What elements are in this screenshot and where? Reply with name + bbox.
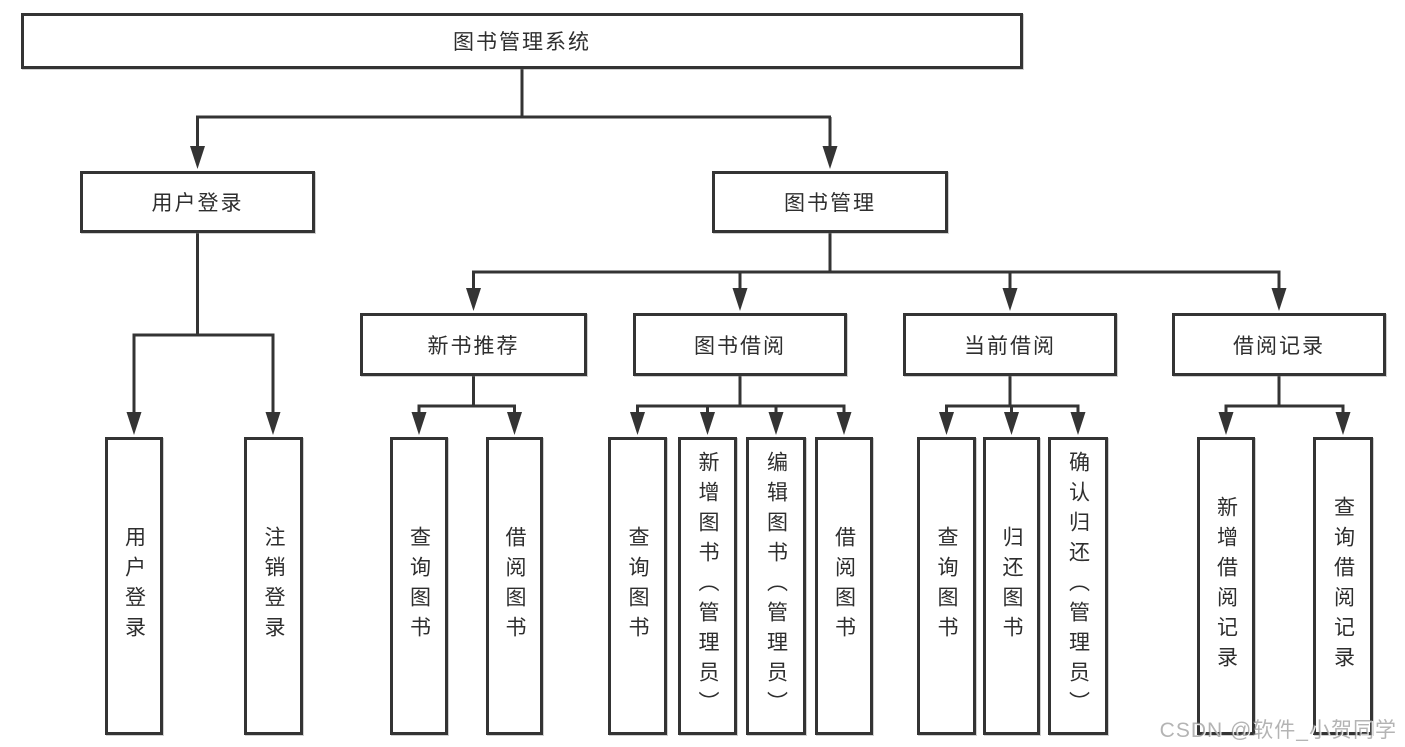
- watermark: CSDN @软件_小贺同学: [1159, 719, 1397, 742]
- arrow-down-icon: [822, 146, 838, 169]
- arrow-down-icon: [507, 412, 522, 435]
- node-add-books-admin: 新增图书（管理员）: [678, 437, 737, 735]
- node-root: 图书管理系统: [21, 13, 1023, 69]
- node-borrowing-records: 借阅记录: [1172, 313, 1386, 376]
- node-user-login-branch: 用户登录: [80, 171, 315, 233]
- node-logout-action: 注销登录: [244, 437, 303, 735]
- arrow-down-icon: [411, 412, 427, 435]
- node-borrowing-borrow-books-label: 借阅图书: [832, 526, 856, 646]
- node-logout-action-label: 注销登录: [262, 526, 285, 646]
- node-edit-books-admin-label: 编辑图书（管理员）: [764, 451, 788, 721]
- node-recommend-borrow-books-label: 借阅图书: [503, 526, 526, 646]
- node-user-login-branch-label: 用户登录: [151, 192, 244, 215]
- arrow-down-icon: [630, 412, 645, 435]
- arrow-down-icon: [1070, 412, 1086, 435]
- arrow-down-icon: [732, 288, 748, 311]
- node-recommend-query-books: 查询图书: [390, 437, 448, 735]
- node-borrowing-query-books: 查询图书: [608, 437, 667, 735]
- node-edit-books-admin: 编辑图书（管理员）: [746, 437, 806, 735]
- node-borrowing-query-books-label: 查询图书: [626, 526, 649, 646]
- arrow-down-icon: [768, 412, 784, 435]
- node-new-book-recommend: 新书推荐: [360, 313, 587, 376]
- arrow-down-icon: [700, 412, 715, 435]
- node-current-borrowing: 当前借阅: [903, 313, 1117, 376]
- node-book-borrowing-label: 图书借阅: [694, 334, 786, 358]
- node-book-borrowing: 图书借阅: [633, 313, 847, 376]
- node-current-query-books-label: 查询图书: [935, 526, 958, 646]
- arrow-down-icon: [1218, 412, 1234, 435]
- node-return-books-label: 归还图书: [1000, 526, 1023, 646]
- node-confirm-return-admin: 确认归还（管理员）: [1048, 437, 1108, 735]
- node-book-management-branch: 图书管理: [712, 171, 948, 233]
- node-current-query-books: 查询图书: [917, 437, 976, 735]
- node-book-management-branch-label: 图书管理: [784, 192, 876, 215]
- arrow-down-icon: [1271, 288, 1287, 311]
- node-user-login-action: 用户登录: [105, 437, 163, 735]
- node-borrowing-borrow-books: 借阅图书: [815, 437, 873, 735]
- node-return-books: 归还图书: [983, 437, 1040, 735]
- arrow-down-icon: [1004, 412, 1019, 435]
- arrow-down-icon: [1002, 288, 1018, 311]
- node-add-borrow-record: 新增借阅记录: [1197, 437, 1255, 735]
- arrow-down-icon: [265, 412, 281, 435]
- node-query-borrow-record-label: 查询借阅记录: [1331, 496, 1355, 676]
- node-query-borrow-record: 查询借阅记录: [1313, 437, 1373, 735]
- arrow-down-icon: [466, 288, 481, 311]
- arrow-down-icon: [1335, 412, 1351, 435]
- node-borrowing-records-label: 借阅记录: [1233, 334, 1325, 358]
- arrow-down-icon: [190, 146, 205, 169]
- node-user-login-action-label: 用户登录: [122, 526, 146, 646]
- node-root-label: 图书管理系统: [453, 31, 591, 54]
- arrow-down-icon: [939, 412, 954, 435]
- node-recommend-borrow-books: 借阅图书: [486, 437, 543, 735]
- node-new-book-recommend-label: 新书推荐: [427, 334, 520, 358]
- node-add-books-admin-label: 新增图书（管理员）: [696, 451, 719, 721]
- arrow-down-icon: [126, 412, 142, 435]
- node-recommend-query-books-label: 查询图书: [407, 526, 431, 646]
- node-current-borrowing-label: 当前借阅: [964, 334, 1056, 358]
- node-confirm-return-admin-label: 确认归还（管理员）: [1066, 451, 1090, 721]
- node-add-borrow-record-label: 新增借阅记录: [1214, 496, 1238, 676]
- arrow-down-icon: [836, 412, 852, 435]
